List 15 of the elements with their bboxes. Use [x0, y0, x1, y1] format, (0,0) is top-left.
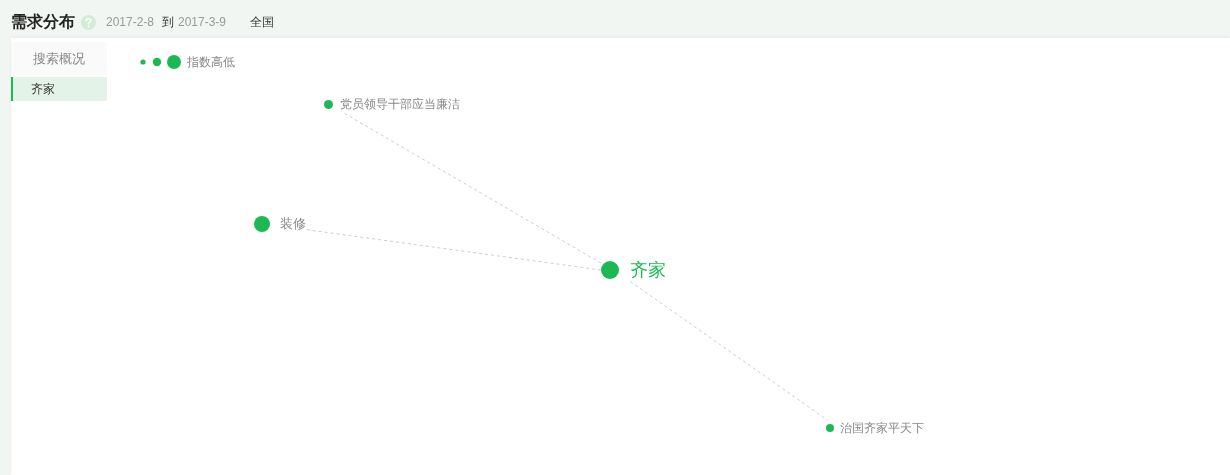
- title: 需求分布: [11, 12, 75, 32]
- date-text: 2017-2-8: [106, 14, 155, 30]
- node-label: 装修: [280, 215, 306, 233]
- node-label: 党员领导干部应当廉洁: [340, 96, 460, 112]
- connector-line: [340, 111, 602, 264]
- sidebar-tab: 搜索概况: [11, 42, 107, 75]
- node-label: 治国齐家平天下: [840, 420, 924, 436]
- date-text: 2017-3-9: [178, 14, 227, 30]
- connector-line: [629, 281, 829, 421]
- legend-label: 指数高低: [187, 54, 235, 70]
- connector-line: [305, 229, 602, 271]
- node-label: 齐家: [630, 258, 666, 282]
- region-text: 全国: [250, 14, 274, 30]
- selected-tab: 齐家: [11, 77, 107, 101]
- label-text: 到: [162, 14, 174, 30]
